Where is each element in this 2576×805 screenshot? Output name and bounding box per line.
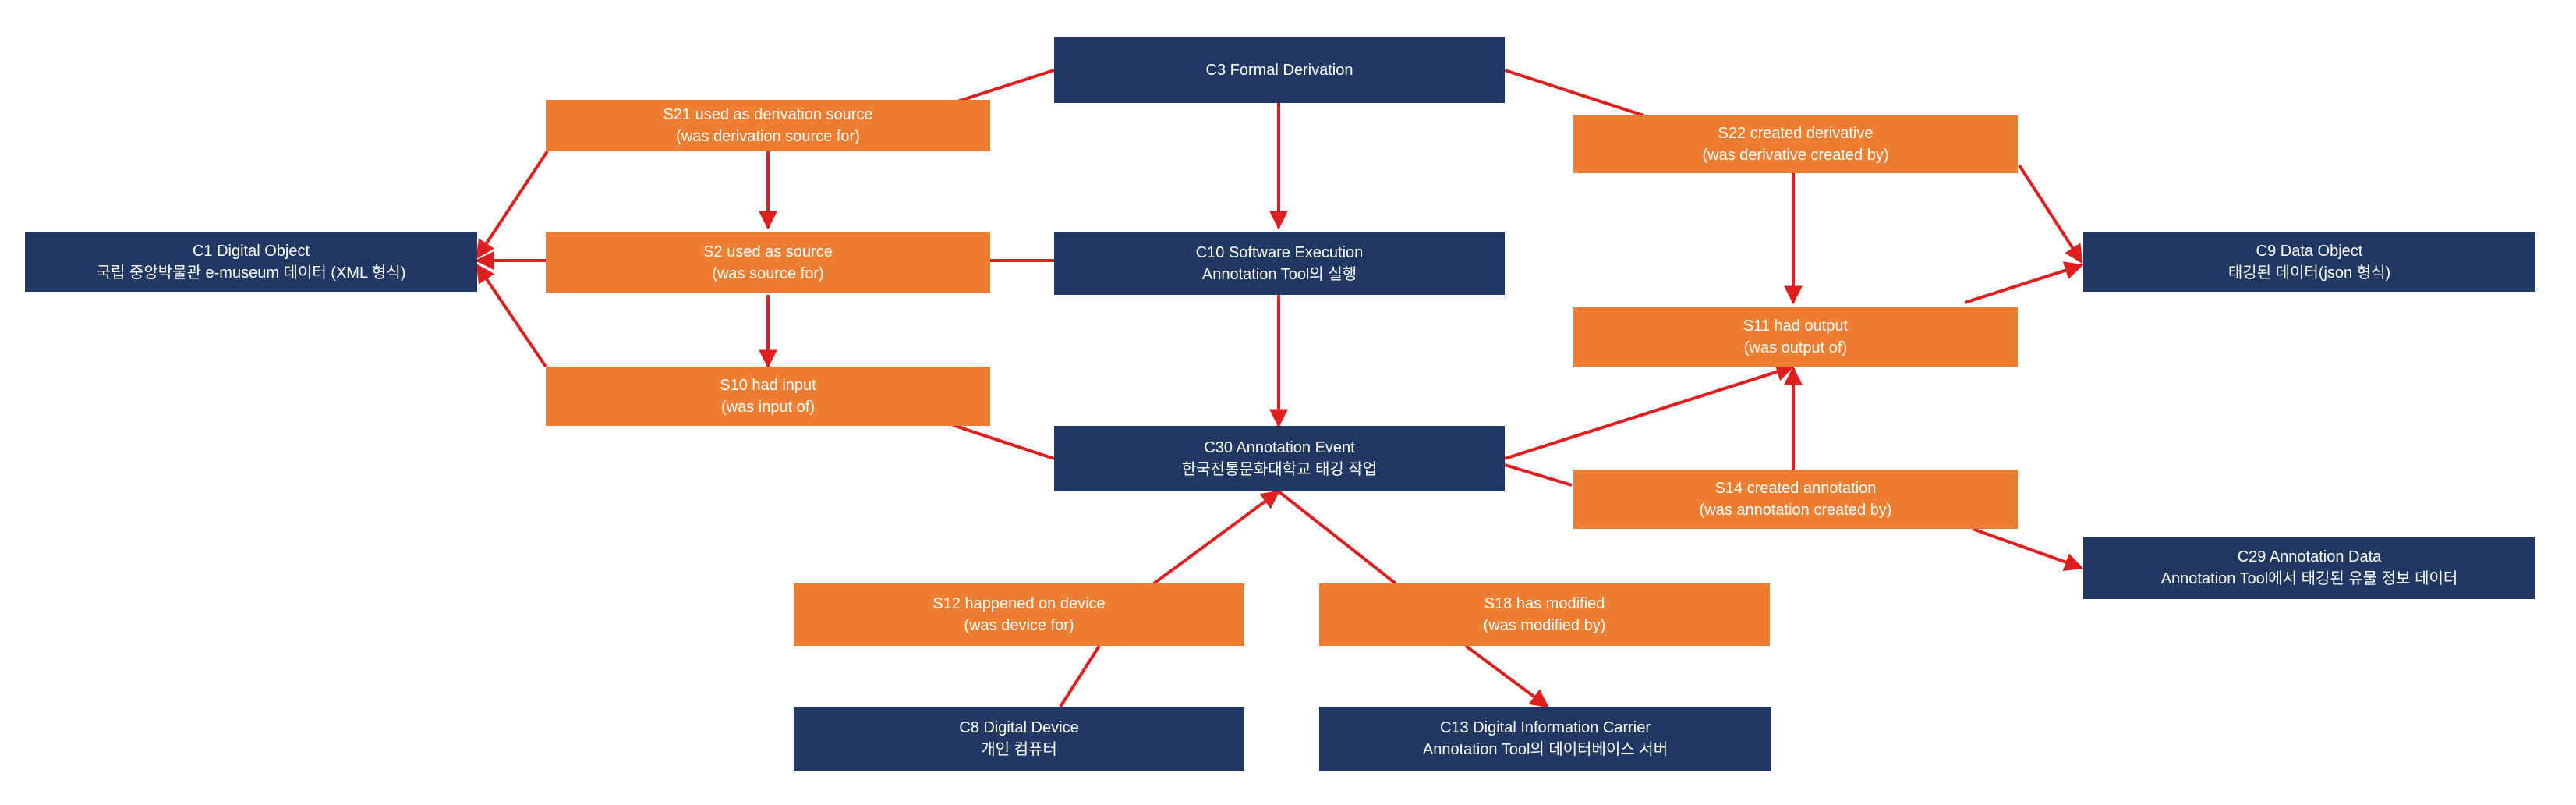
node-s21-line2: (was derivation source for) — [676, 128, 860, 145]
node-c30-line1: C30 Annotation Event — [1204, 439, 1355, 456]
node-c9-data-object: C9 Data Object 태깅된 데이터(json 형식) — [2083, 232, 2535, 292]
node-s11-line2: (was output of) — [1743, 339, 1848, 356]
node-c1-digital-object: C1 Digital Object 국립 중앙박물관 e-museum 데이터 … — [25, 232, 477, 292]
node-c29-annotation-data: C29 Annotation Data Annotation Tool에서 태깅… — [2083, 537, 2535, 599]
node-c10-software-execution: C10 Software Execution Annotation Tool의 … — [1054, 232, 1505, 295]
edge-s18-c13 — [1464, 644, 1549, 708]
edge-s14-c29b — [1972, 527, 2084, 572]
node-s12-line1: S12 happened on device — [932, 595, 1106, 612]
node-c13-digital-information-carrier: C13 Digital Information Carrier Annotati… — [1319, 707, 1771, 771]
node-s12-happened-on-device: S12 happened on device (was device for) — [794, 583, 1244, 646]
node-s2-line1: S2 used as source — [703, 243, 833, 261]
node-c8-line1: C8 Digital Device — [959, 719, 1079, 736]
edge-s10-c1 — [476, 264, 547, 368]
node-c3-line1: C3 Formal Derivation — [1205, 62, 1353, 79]
node-c1-line1: C1 Digital Object — [192, 243, 310, 260]
node-c13-line1: C13 Digital Information Carrier — [1439, 719, 1651, 736]
node-s11-line1: S11 had output — [1743, 317, 1849, 335]
node-s21-line1: S21 used as derivation source — [663, 106, 873, 123]
node-c3-formal-derivation: C3 Formal Derivation — [1054, 37, 1505, 103]
node-s11-had-output: S11 had output (was output of) — [1573, 307, 2018, 367]
node-s2-used-as-source: S2 used as source (was source for) — [546, 232, 990, 293]
node-c29-line1: C29 Annotation Data — [2237, 548, 2382, 566]
node-c29-line2: Annotation Tool에서 태깅된 유물 정보 데이터 — [2160, 570, 2458, 587]
edge-s21-c1 — [476, 150, 549, 260]
edge-c30-s14 — [1504, 463, 1573, 487]
node-c13-line2: Annotation Tool의 데이터베이스 서버 — [1422, 741, 1668, 758]
node-c9-line1: C9 Data Object — [2256, 243, 2363, 260]
node-s18-line1: S18 has modified — [1484, 595, 1605, 612]
node-s10-had-input: S10 had input (was input of) — [546, 367, 990, 426]
node-c30-annotation-event: C30 Annotation Event 한국전통문화대학교 태깅 작업 — [1054, 426, 1505, 491]
node-s22-line2: (was derivative created by) — [1702, 147, 1889, 164]
node-c9-line2: 태깅된 데이터(json 형식) — [2227, 264, 2391, 282]
node-s10-line2: (was input of) — [720, 399, 816, 416]
node-c8-digital-device: C8 Digital Device 개인 컴퓨터 — [794, 707, 1244, 771]
node-s22-line1: S22 created derivative — [1718, 125, 1874, 142]
edge-c30-s11 — [1504, 363, 1796, 460]
node-s21-used-as-derivation-source: S21 used as derivation source (was deriv… — [546, 100, 990, 151]
node-c10-line1: C10 Software Execution — [1195, 244, 1364, 261]
edge-c8-s12 — [1059, 644, 1101, 708]
node-s2-line2: (was source for) — [712, 265, 824, 282]
node-s12-line2: (was device for) — [964, 617, 1074, 634]
node-s10-line1: S10 had input — [720, 377, 816, 394]
edge-c3-s21 — [952, 69, 1055, 105]
edge-s12-c30 — [1152, 490, 1280, 585]
edge-s11-c9 — [1964, 261, 2084, 304]
node-c30-line2: 한국전통문화대학교 태깅 작업 — [1181, 461, 1378, 478]
node-s22-created-derivative: S22 created derivative (was derivative c… — [1573, 115, 2018, 173]
node-s14-line1: S14 created annotation — [1714, 480, 1877, 497]
node-s14-line2: (was annotation created by) — [1699, 502, 1892, 519]
node-s18-has-modified: S18 has modified (was modified by) — [1319, 583, 1770, 646]
node-s14-created-annotation: S14 created annotation (was annotation c… — [1573, 470, 2018, 529]
edge-s22-c9 — [2018, 164, 2083, 264]
edge-c30-s18 — [1277, 490, 1397, 585]
edge-c30-s10 — [952, 424, 1055, 460]
node-c8-line2: 개인 컴퓨터 — [981, 741, 1057, 758]
node-s18-line2: (was modified by) — [1483, 617, 1606, 634]
edge-c3-s22 — [1504, 69, 1644, 117]
node-c1-line2: 국립 중앙박물관 e-museum 데이터 (XML 형식) — [96, 264, 406, 282]
node-c10-line2: Annotation Tool의 실행 — [1201, 266, 1357, 283]
